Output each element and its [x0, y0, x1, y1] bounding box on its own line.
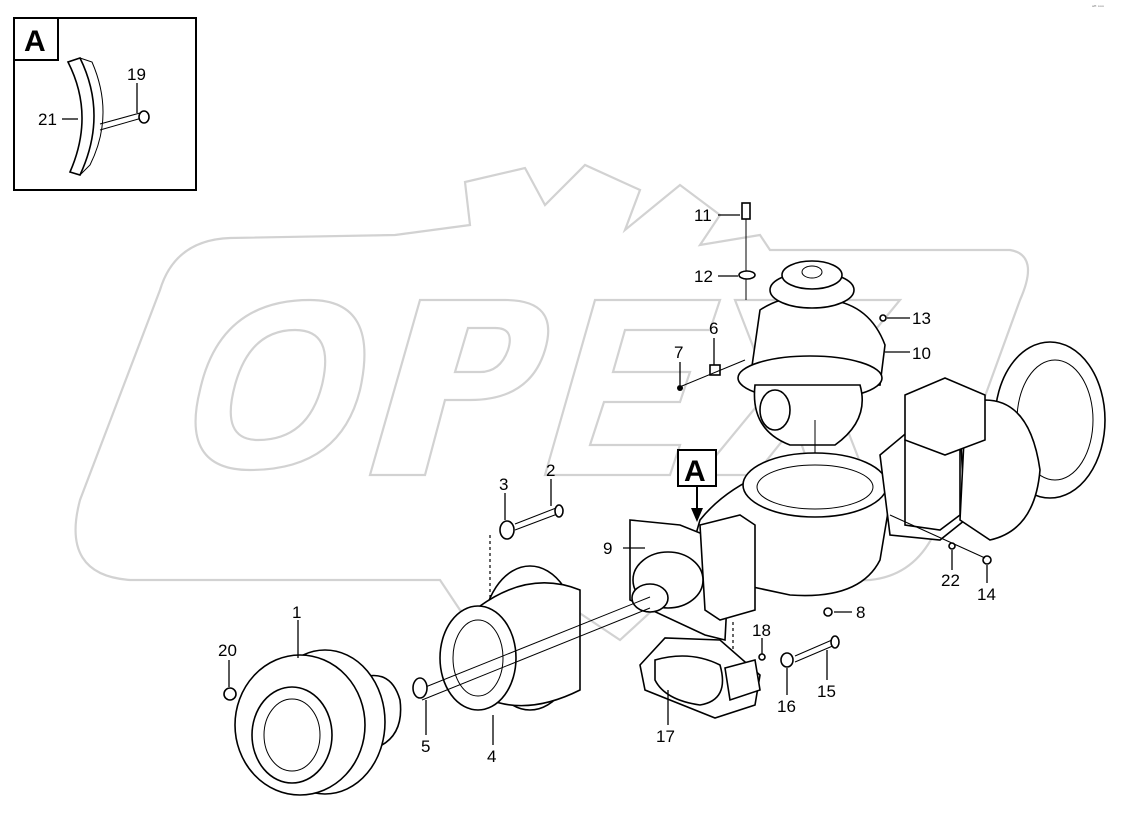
washer-12	[738, 270, 756, 280]
housing-carrier-opening-flange	[742, 452, 888, 518]
hub-bolt-circle	[263, 698, 321, 772]
watermark-letter-p	[368, 298, 550, 477]
right-brake-actuator	[904, 377, 986, 456]
part-label-4: 4	[487, 747, 496, 766]
carrier-input-flange	[781, 260, 843, 290]
hub-face	[251, 686, 333, 784]
bolt-2-shank-edge	[514, 507, 557, 525]
wheel-hub-assembly	[223, 620, 402, 796]
detail-marker-arrow	[691, 508, 703, 522]
caliper-assembly	[639, 635, 840, 725]
part-label-19: 19	[127, 65, 146, 84]
shaft-splined-end	[412, 677, 428, 699]
bolt-19-head	[138, 110, 150, 124]
bolt-11	[741, 202, 751, 220]
part-label-3: 3	[499, 475, 508, 494]
pin-18	[758, 653, 766, 661]
part-label-12: 12	[694, 267, 713, 286]
small-parts-upper	[677, 314, 910, 391]
opex-watermark	[74, 163, 1030, 642]
part-label-1: 1	[292, 603, 301, 622]
pin-7-line	[681, 359, 746, 387]
part-labels: 1 2 3 4 5 6 7 8 9 10 11 12 13 14 15 16 1…	[38, 65, 996, 766]
part-label-20: 20	[218, 641, 237, 660]
part-label-17: 17	[656, 727, 675, 746]
pin-7	[677, 385, 683, 391]
part-label-2: 2	[546, 461, 555, 480]
bolt-11-assembly	[718, 202, 756, 300]
part-label-7: 7	[674, 343, 683, 362]
detail-view-a: A	[13, 17, 197, 191]
shaft-upper-edge	[417, 596, 651, 691]
bolt-2-head	[554, 504, 564, 518]
detail-view-letter-box	[13, 17, 59, 61]
detail-marker-letter: A	[684, 455, 706, 488]
bolt-19-shank	[99, 117, 143, 131]
part-label-13: 13	[912, 309, 931, 328]
watermark-letter-e	[543, 298, 722, 477]
corner-code: ᵃᴴ ᵒᵒᵒ	[1092, 5, 1104, 11]
axle-housing	[623, 424, 966, 642]
detail-marker-a: A	[677, 449, 717, 522]
part-label-8: 8	[856, 603, 865, 622]
brake-disc-assembly	[439, 565, 581, 745]
bolt-15-shank-edge	[794, 639, 833, 657]
part-label-16: 16	[777, 697, 796, 716]
bolt-15-head	[830, 635, 840, 649]
shaft-lower-edge	[421, 607, 651, 701]
bolt-2-shank	[514, 512, 561, 531]
bolt-19-shank-edge	[99, 112, 141, 125]
part-label-18: 18	[752, 621, 771, 640]
housing-left-bracket	[699, 514, 756, 621]
part-label-22: 22	[941, 571, 960, 590]
watermark-gear-outline	[74, 163, 1030, 642]
housing-left-spindle	[631, 583, 669, 613]
part-label-14: 14	[977, 585, 996, 604]
part-label-10: 10	[912, 344, 931, 363]
part-label-15: 15	[817, 682, 836, 701]
part-label-21: 21	[38, 110, 57, 129]
detail-marker-box	[677, 449, 717, 487]
differential-carrier	[737, 260, 886, 490]
bolt-2-assembly	[489, 479, 734, 660]
bolt-15-shank	[794, 644, 836, 663]
part-label-6: 6	[709, 319, 718, 338]
wear-strip-edge	[79, 57, 104, 176]
part-label-9: 9	[603, 539, 612, 558]
part-label-11: 11	[694, 206, 712, 225]
carrier-input-center	[801, 265, 823, 279]
brake-disc-flange	[439, 605, 517, 711]
washer-3	[499, 520, 515, 540]
plug-13	[879, 314, 887, 322]
part-label-5: 5	[421, 737, 430, 756]
watermark-letter-o	[194, 298, 366, 472]
washer-16	[780, 652, 794, 668]
drive-shaft	[412, 596, 651, 735]
detail-view-letter: A	[24, 25, 46, 58]
housing-carrier-opening	[756, 464, 874, 510]
plug-8	[823, 607, 833, 617]
bolt-14-line	[889, 514, 986, 559]
nut-20	[223, 687, 237, 701]
caliper-bracket	[724, 659, 761, 702]
brake-disc-bore	[452, 619, 504, 697]
wear-strip-part	[66, 57, 95, 176]
right-hub-assembly	[889, 341, 1106, 583]
detail-view-frame	[13, 17, 197, 191]
carrier-bearing	[759, 389, 791, 431]
